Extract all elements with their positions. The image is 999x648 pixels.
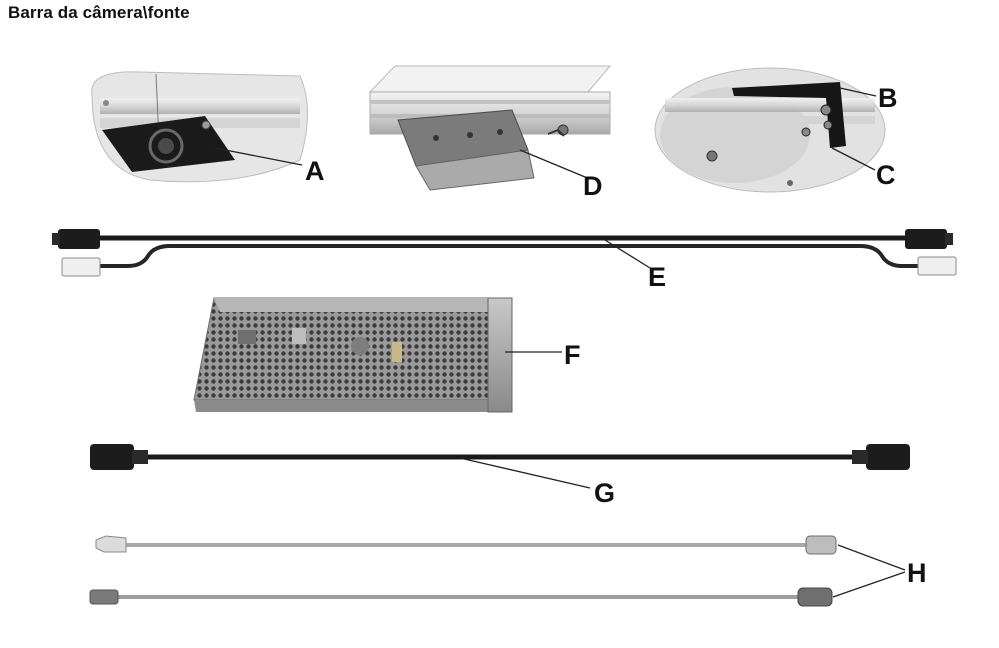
part-h-cables-illustration	[89, 535, 837, 607]
part-e-dual-cable-illustration	[52, 229, 957, 277]
page-title: Barra da câmera\fonte	[8, 3, 190, 22]
part-a-end-cap-illustration	[91, 71, 308, 183]
part-g-cable-illustration	[90, 444, 910, 470]
label-c: C	[876, 160, 896, 190]
label-g: G	[594, 478, 615, 508]
part-d-bracket-illustration	[368, 65, 612, 191]
label-b: B	[878, 83, 898, 113]
part-b-c-end-cap-illustration	[654, 67, 886, 193]
label-e: E	[648, 262, 666, 292]
label-d: D	[583, 171, 603, 201]
label-f: F	[564, 340, 581, 370]
part-f-power-supply-illustration	[193, 297, 513, 413]
label-a: A	[305, 156, 325, 186]
label-h: H	[907, 558, 927, 588]
leader-lines	[214, 87, 906, 598]
